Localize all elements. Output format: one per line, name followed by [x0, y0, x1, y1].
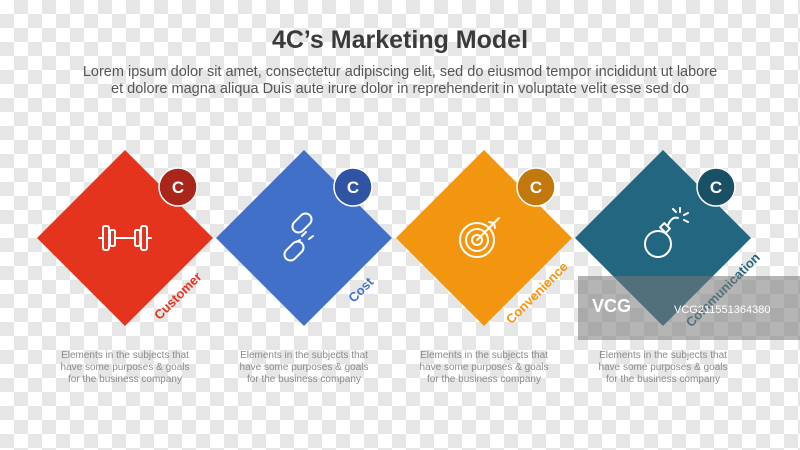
subtitle-line: Lorem ipsum dolor sit amet, consectetur … — [82, 64, 718, 80]
dumbbell-icon — [98, 225, 152, 251]
page-subtitle: Lorem ipsum dolor sit amet, consectetur … — [40, 64, 760, 98]
caption-line: Elements in the subjects that — [240, 350, 368, 361]
badge-letter-convenience: C — [530, 178, 542, 197]
caption-line: Elements in the subjects that — [61, 350, 189, 361]
badge-letter-communication: C — [710, 178, 722, 197]
badge-letter-cost: C — [347, 178, 359, 197]
page-title: 4C’s Marketing Model — [271, 26, 529, 54]
caption-convenience: Elements in the subjects that have some … — [409, 350, 559, 386]
badge-circle-cost — [333, 167, 373, 207]
badge-circle-communication — [696, 167, 736, 207]
watermark-text: VCG211551364380 — [674, 304, 771, 316]
bomb-icon — [644, 207, 689, 258]
caption-line: have some purposes & goals — [60, 362, 190, 373]
watermark: VCG VCG211551364380 — [578, 276, 800, 340]
badge-circle-convenience — [516, 167, 556, 207]
item-convenience: C Convenience — [396, 150, 572, 327]
badge-letter-customer: C — [172, 178, 184, 197]
subtitle-line: et dolore magna aliqua Duis aute irure d… — [111, 81, 689, 97]
caption-line: have some purposes & goals — [598, 362, 728, 373]
badge-circle-customer — [158, 167, 198, 207]
caption-line: have some purposes & goals — [239, 362, 369, 373]
caption-line: for the business company — [427, 374, 541, 385]
caption-cost: Elements in the subjects that have some … — [229, 350, 379, 386]
caption-line: for the business company — [247, 374, 361, 385]
item-customer: C Customer — [37, 150, 213, 326]
watermark-logo: VCG — [592, 296, 632, 316]
caption-communication: Elements in the subjects that have some … — [588, 350, 738, 386]
caption-line: have some purposes & goals — [419, 362, 549, 373]
broken-chain-icon — [283, 212, 314, 262]
caption-line: for the business company — [68, 374, 182, 385]
caption-line: Elements in the subjects that — [420, 350, 548, 361]
caption-customer: Elements in the subjects that have some … — [50, 350, 200, 386]
target-icon — [459, 217, 500, 258]
item-cost: C Cost — [216, 150, 392, 326]
caption-line: Elements in the subjects that — [599, 350, 727, 361]
caption-line: for the business company — [606, 374, 720, 385]
